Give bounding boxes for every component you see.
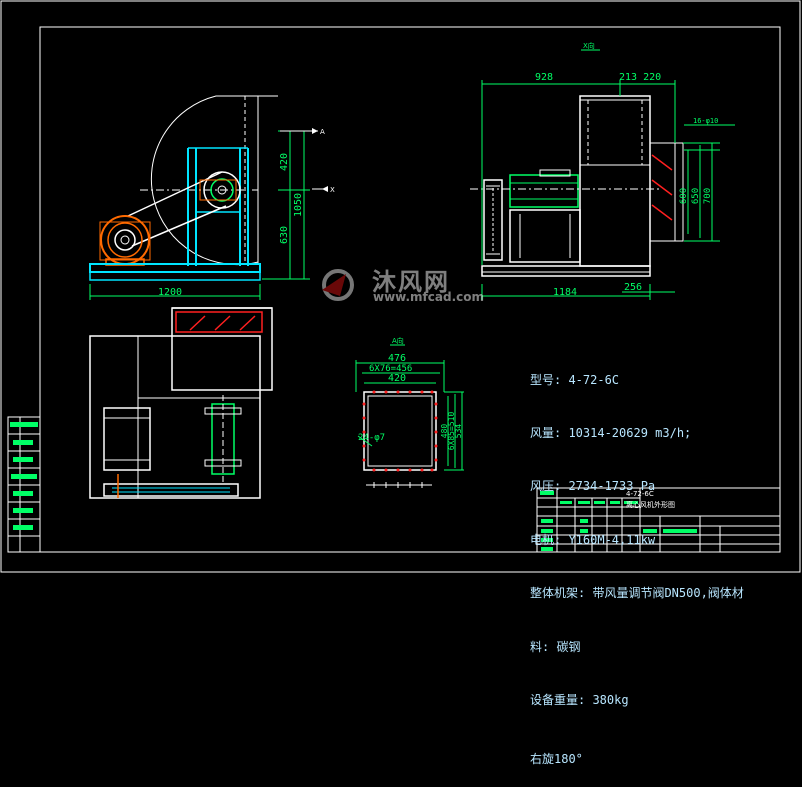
dim-a-6x85: 6X85=510: [447, 412, 456, 451]
watermark-brand: 沐风网: [372, 268, 450, 296]
spec-frame: 整体机架: 带风量调节阀DN500,阀体材: [530, 586, 744, 601]
dim-front-1050: 1050: [293, 193, 304, 217]
arrow-label-a: A: [320, 128, 325, 136]
watermark: 沐风网 www.mfcad.com: [318, 262, 484, 306]
title-block-placeholders: [540, 491, 697, 551]
plan-view: [89, 307, 273, 499]
side-stamp-column: [7, 416, 41, 553]
spec-rotation: 右旋180°: [530, 752, 583, 767]
spec-pressure: 风压: 2734-1733 Pa: [530, 479, 656, 494]
watermark-logo-icon: [322, 269, 354, 301]
titleblock-name: 离心风机外形图: [626, 500, 675, 509]
dim-a-6x76: 6X76=456: [369, 364, 412, 374]
dim-side-213-220: 213 220: [619, 72, 661, 83]
side-view: [470, 80, 735, 300]
dim-a-476: 476: [388, 353, 406, 364]
dim-a-420: 420: [388, 373, 406, 384]
dim-side-928: 928: [535, 72, 553, 83]
dim-side-600: 600: [679, 188, 689, 204]
dim-side-650: 650: [691, 188, 701, 204]
dim-a-534: 534: [454, 424, 463, 439]
watermark-url: www.mfcad.com: [373, 290, 484, 304]
a-view-flange: [355, 360, 464, 488]
spec-notes: 型号: 4-72-6C 风量: 10314-20629 m3/h; 风压: 27…: [530, 336, 744, 787]
title-block: [536, 487, 781, 553]
drawing-frame: [39, 26, 781, 553]
dim-a-480: 480: [440, 424, 449, 439]
front-view: [89, 95, 328, 300]
dim-side-1184: 1184: [553, 287, 577, 298]
dim-side-256: 256: [624, 282, 642, 293]
spec-model: 型号: 4-72-6C: [530, 372, 620, 387]
view-label-a: A向: [392, 336, 404, 345]
spec-motor: 电机: Y160M-4,11kw: [530, 532, 656, 547]
outer-border: [0, 0, 801, 573]
spec-material: 料: 碳钢: [530, 639, 581, 654]
dim-side-holes: 16-φ10: [693, 117, 718, 125]
titleblock-model: 4-72-6C: [626, 490, 654, 498]
spec-airflow: 风量: 10314-20629 m3/h;: [530, 425, 692, 440]
spec-weight: 设备重量: 380kg: [530, 692, 629, 707]
view-label-x: X向: [583, 41, 595, 50]
dim-front-420: 420: [279, 153, 290, 171]
cad-drawing: 1200 420 1050 630 A X: [0, 0, 801, 573]
arrow-label-x: X: [330, 186, 335, 194]
dim-front-630: 630: [279, 226, 290, 244]
dim-front-width: 1200: [158, 287, 182, 298]
dim-a-holes: 24-φ7: [358, 433, 385, 443]
dim-side-700: 700: [703, 188, 713, 204]
